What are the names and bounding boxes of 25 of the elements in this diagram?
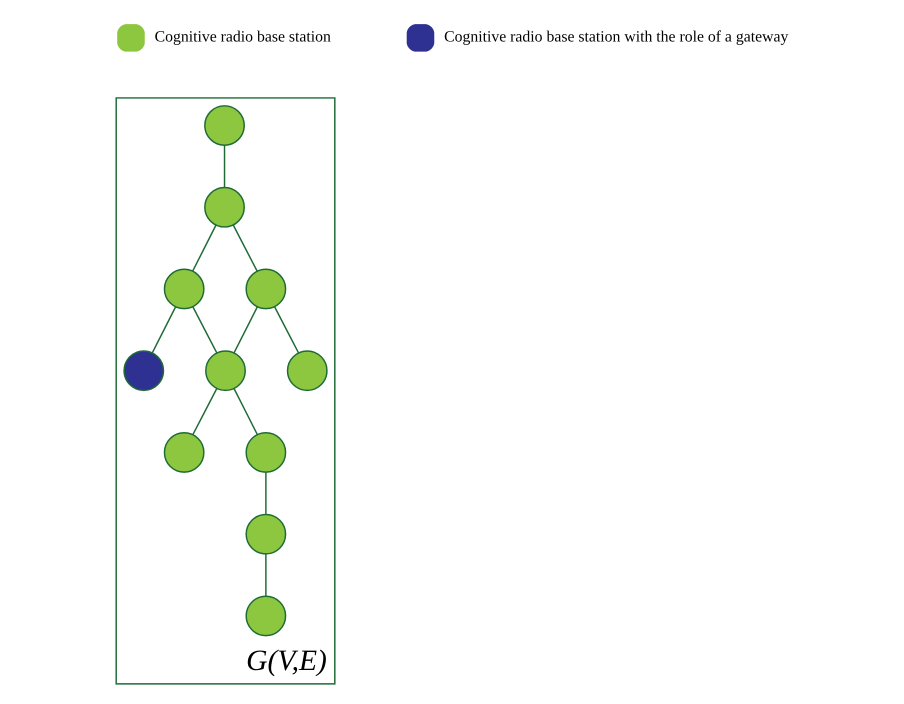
node-circle <box>164 432 205 473</box>
node-circle <box>205 350 246 392</box>
connector <box>233 388 258 435</box>
cluster: G(V,E) <box>115 97 336 685</box>
legend-label: Cognitive radio base station with the role of a gateway <box>444 28 788 46</box>
node-circle <box>286 350 328 392</box>
connector <box>192 224 217 272</box>
node-circle <box>245 514 286 555</box>
connector <box>192 306 218 354</box>
connector <box>224 145 226 188</box>
node-circle <box>123 350 164 392</box>
node-circle <box>245 595 286 636</box>
connector <box>265 472 267 514</box>
node-circle <box>245 268 286 310</box>
connector <box>192 388 218 435</box>
connector <box>152 306 176 354</box>
connector <box>274 306 300 354</box>
node-circle <box>164 268 205 310</box>
connector <box>232 224 258 272</box>
connector <box>233 306 258 354</box>
connector <box>265 554 267 596</box>
legend-label: Cognitive radio base station <box>154 28 331 46</box>
node-circle <box>245 432 286 473</box>
node-circle <box>204 186 245 228</box>
node-circle <box>204 105 245 146</box>
